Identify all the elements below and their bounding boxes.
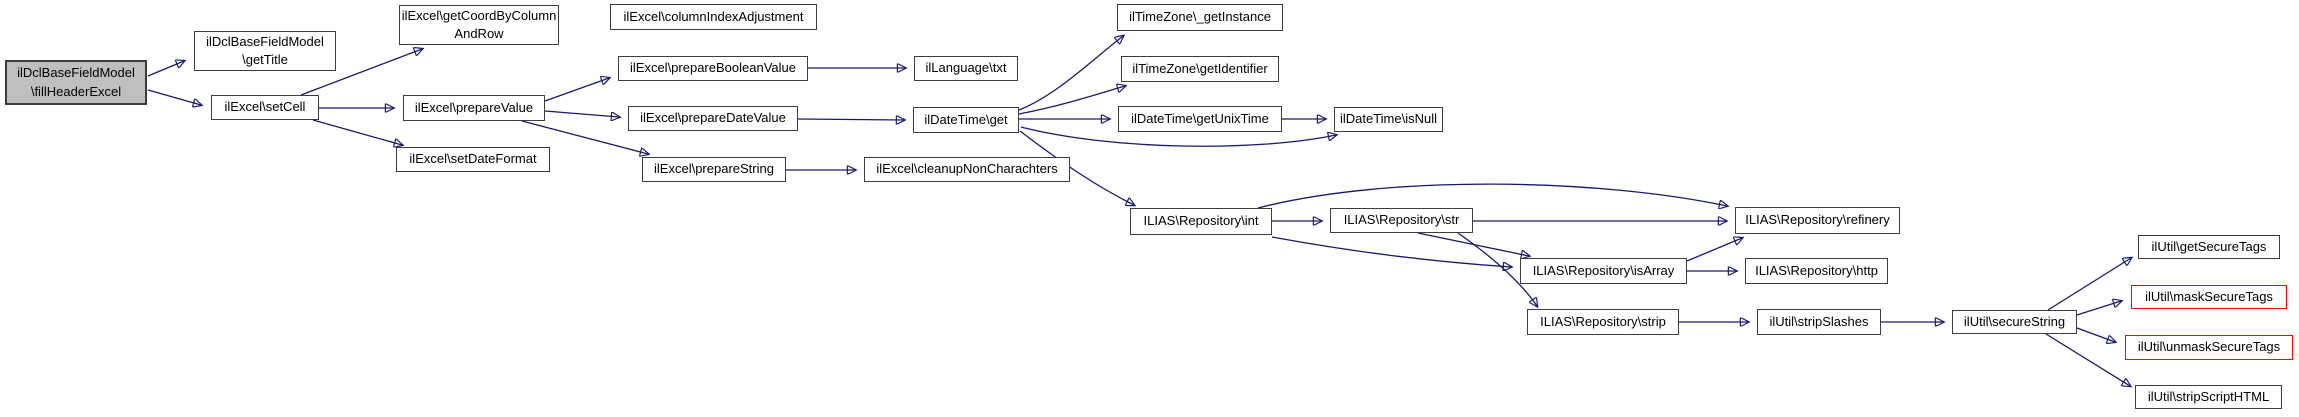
node-set-cell[interactable]: ilExcel\setCell — [211, 95, 319, 120]
node-timezone-get-identifier[interactable]: ilTimeZone\getIdentifier — [1121, 56, 1279, 82]
node-util-strip-script-html[interactable]: ilUtil\stripScriptHTML — [2135, 385, 2282, 409]
node-prepare-boolean-value[interactable]: ilExcel\prepareBooleanValue — [618, 56, 808, 81]
edge-preparevalue-preparedatevalue — [544, 110, 619, 117]
node-get-coord-by-column-and-row[interactable]: ilExcel\getCoordByColumn AndRow — [399, 5, 559, 45]
node-util-secure-string[interactable]: ilUtil\secureString — [1952, 310, 2077, 334]
node-repository-refinery[interactable]: ILIAS\Repository\refinery — [1735, 207, 1900, 234]
edge-securestring-stripscripthtml — [2045, 333, 2130, 386]
node-datetime-get[interactable]: ilDateTime\get — [913, 107, 1019, 133]
edge-datetimeget-tzgetidentifier — [1018, 86, 1125, 115]
node-repository-strip[interactable]: ILIAS\Repository\strip — [1527, 309, 1679, 335]
node-util-unmask-secure-tags[interactable]: ilUtil\unmaskSecureTags — [2125, 335, 2293, 360]
edge-repoint-reporefinery — [1257, 183, 1727, 208]
edge-repoint-repoisarray — [1271, 236, 1511, 267]
edge-securestring-unmasksecuretags — [2076, 327, 2115, 342]
edge-datetimeget-repoint — [1019, 130, 1134, 205]
node-util-mask-secure-tags[interactable]: ilUtil\maskSecureTags — [2131, 285, 2287, 309]
node-get-title[interactable]: ilDclBaseFieldModel \getTitle — [194, 31, 336, 71]
edge-preparevalue-preparebooleanvalue — [544, 78, 609, 102]
node-repository-int[interactable]: ILIAS\Repository\int — [1130, 208, 1272, 235]
node-util-get-secure-tags[interactable]: ilUtil\getSecureTags — [2138, 235, 2280, 259]
edge-fillheaderexcel-setcell — [147, 89, 201, 105]
node-util-strip-slashes[interactable]: ilUtil\stripSlashes — [1757, 309, 1881, 335]
edge-repoisarray-reporefinery — [1686, 238, 1742, 262]
edge-setcell-setdateformat — [312, 119, 402, 145]
edge-preparevalue-preparestring — [521, 120, 648, 154]
node-timezone-get-instance[interactable]: ilTimeZone\_getInstance — [1117, 4, 1283, 31]
node-cleanup-non-charachters[interactable]: ilExcel\cleanupNonCharachters — [864, 157, 1070, 182]
node-fill-header-excel[interactable]: ilDclBaseFieldModel \fillHeaderExcel — [5, 60, 147, 105]
node-language-txt[interactable]: ilLanguage\txt — [914, 56, 1018, 81]
node-repository-http[interactable]: ILIAS\Repository\http — [1745, 258, 1888, 284]
edge-securestring-masksecuretags — [2076, 301, 2121, 316]
edge-fillheaderexcel-gettitle — [147, 61, 184, 77]
node-datetime-get-unix-time[interactable]: ilDateTime\getUnixTime — [1118, 106, 1282, 132]
node-set-date-format[interactable]: ilExcel\setDateFormat — [396, 147, 550, 172]
edge-securestring-getsecuretags — [2047, 258, 2131, 311]
node-prepare-string[interactable]: ilExcel\prepareString — [642, 157, 786, 182]
node-repository-is-array[interactable]: ILIAS\Repository\isArray — [1520, 258, 1687, 284]
node-prepare-value[interactable]: ilExcel\prepareValue — [403, 95, 545, 121]
edge-datetimeget-isnull — [1020, 126, 1336, 147]
edge-setcell-getcoordbycolumnandrow — [300, 49, 422, 96]
edge-preparedatevalue-datetimeget — [797, 119, 904, 120]
node-prepare-date-value[interactable]: ilExcel\prepareDateValue — [628, 106, 798, 131]
edge-repostr-repostrip — [1457, 232, 1537, 306]
edge-datetimeget-tzgetinstance — [1018, 36, 1123, 111]
node-repository-str[interactable]: ILIAS\Repository\str — [1330, 208, 1473, 233]
node-datetime-is-null[interactable]: ilDateTime\isNull — [1334, 107, 1443, 132]
node-column-index-adjustment[interactable]: ilExcel\columnIndexAdjustment — [610, 4, 817, 30]
